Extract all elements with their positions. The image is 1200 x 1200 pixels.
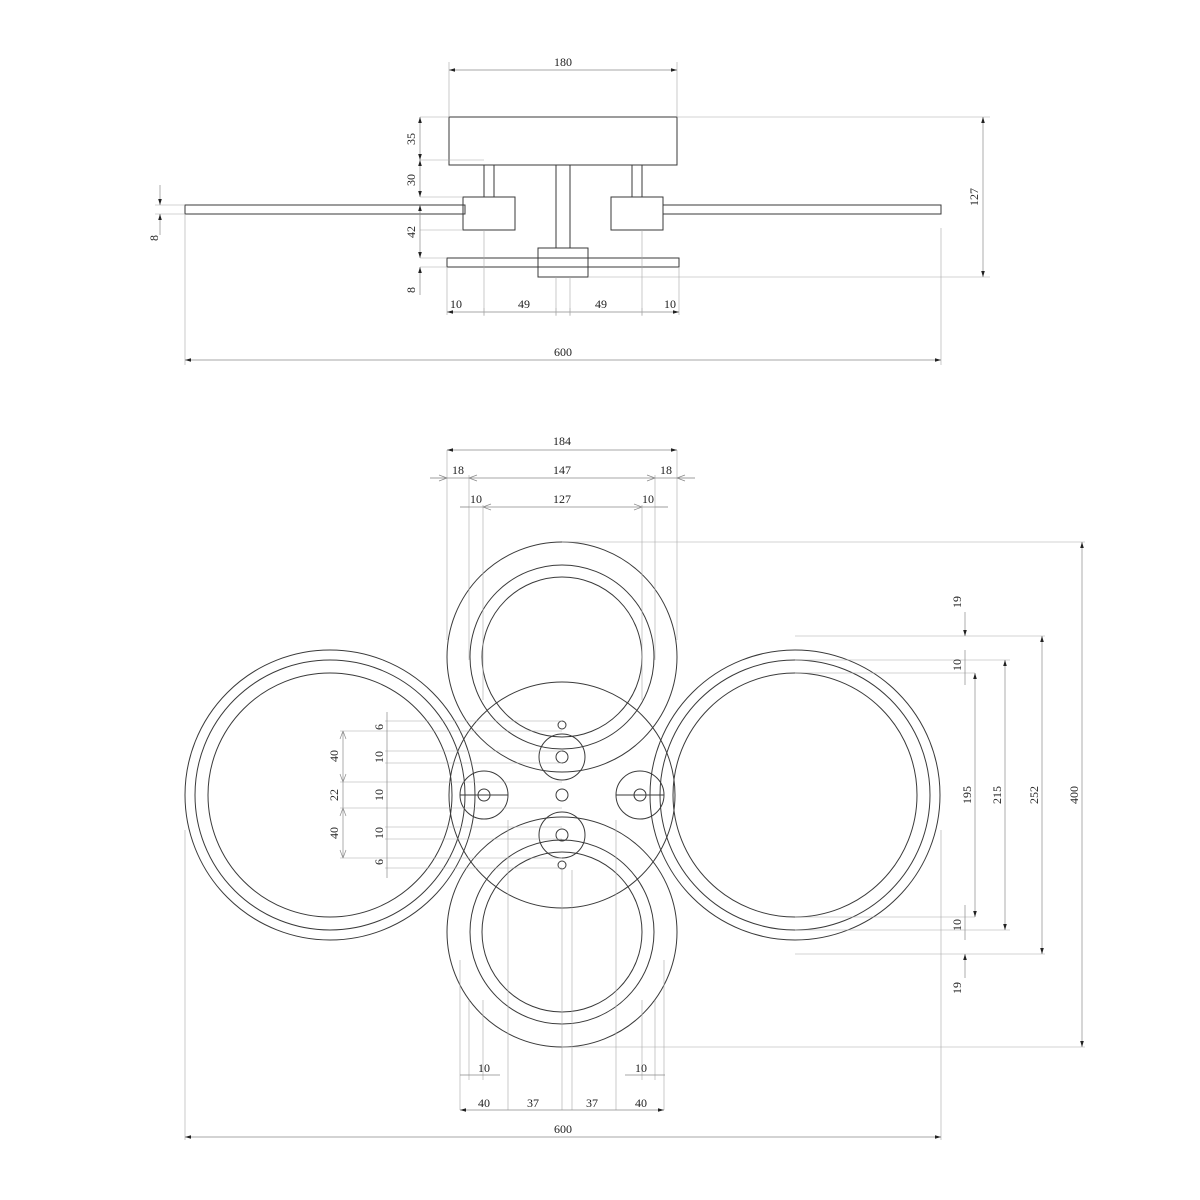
dim-right-bottom-gap: 19 [950,982,964,994]
dim-top-middle: 147 [553,463,571,477]
dim-left-b: 40 [327,750,341,762]
dim-offset-left: 10 [450,297,462,311]
dim-left-f: 40 [327,827,341,839]
dim-right-overall: 400 [1067,786,1081,804]
dim-spacing-right: 49 [595,297,607,311]
left-stem [483,164,495,198]
dim-plate-width: 180 [554,55,572,69]
dim-plan-overall-width: 600 [554,1122,572,1136]
dim-drop-height: 42 [404,226,418,238]
dim-lower-bar-thickness: 8 [404,287,418,293]
dim-top-ring-right: 10 [642,492,654,506]
dim-plate-height: 35 [404,133,418,145]
dim-bottom-c: 37 [586,1096,598,1110]
dim-right-inner: 195 [960,786,974,804]
dim-overall-height: 127 [967,188,981,206]
dim-top-inner: 127 [553,492,571,506]
left-ring [184,649,476,941]
dim-right-ring-top: 10 [950,659,964,671]
dim-arm-thickness: 8 [147,235,161,241]
dim-offset-right: 10 [664,297,676,311]
right-stem [631,164,643,198]
dim-left-d: 22 [327,789,341,801]
dim-left-g: 10 [372,827,386,839]
dim-overall-width: 600 [554,345,572,359]
dim-left-h: 6 [372,859,386,865]
left-joint-box [462,196,516,231]
right-joint-box [610,196,664,231]
ceiling-plate [448,116,678,166]
right-ring [649,649,941,941]
top-ring [446,541,678,773]
dim-left-a: 6 [372,724,386,730]
dim-bottom-a: 40 [478,1096,490,1110]
dim-top-margin-left: 18 [452,463,464,477]
dim-top-margin-right: 18 [660,463,672,477]
dim-bottom-d: 40 [635,1096,647,1110]
connectors [459,720,665,870]
dim-top-outer: 184 [553,434,571,448]
center-joint-box [537,247,589,278]
lower-bar [446,257,680,268]
left-arm [184,204,466,215]
dim-right-outer: 252 [1027,786,1041,804]
dim-stem-height: 30 [404,174,418,186]
dim-bottom-ring-left: 10 [478,1061,490,1075]
dim-right-middle: 215 [990,786,1004,804]
dim-spacing-left: 49 [518,297,530,311]
dim-bottom-b: 37 [527,1096,539,1110]
dim-top-ring-left: 10 [470,492,482,506]
plan-view: 184 18 147 18 10 127 10 40 22 40 6 10 10… [184,434,1085,1140]
dim-right-top-gap: 19 [950,596,964,608]
dim-right-ring-bottom: 10 [950,919,964,931]
side-view: 180 35 30 42 8 8 127 10 49 49 10 600 [147,55,990,365]
right-arm [662,204,942,215]
dim-left-c: 10 [372,751,386,763]
center-stem [555,164,571,249]
dim-bottom-ring-right: 10 [635,1061,647,1075]
dim-left-e: 10 [372,789,386,801]
